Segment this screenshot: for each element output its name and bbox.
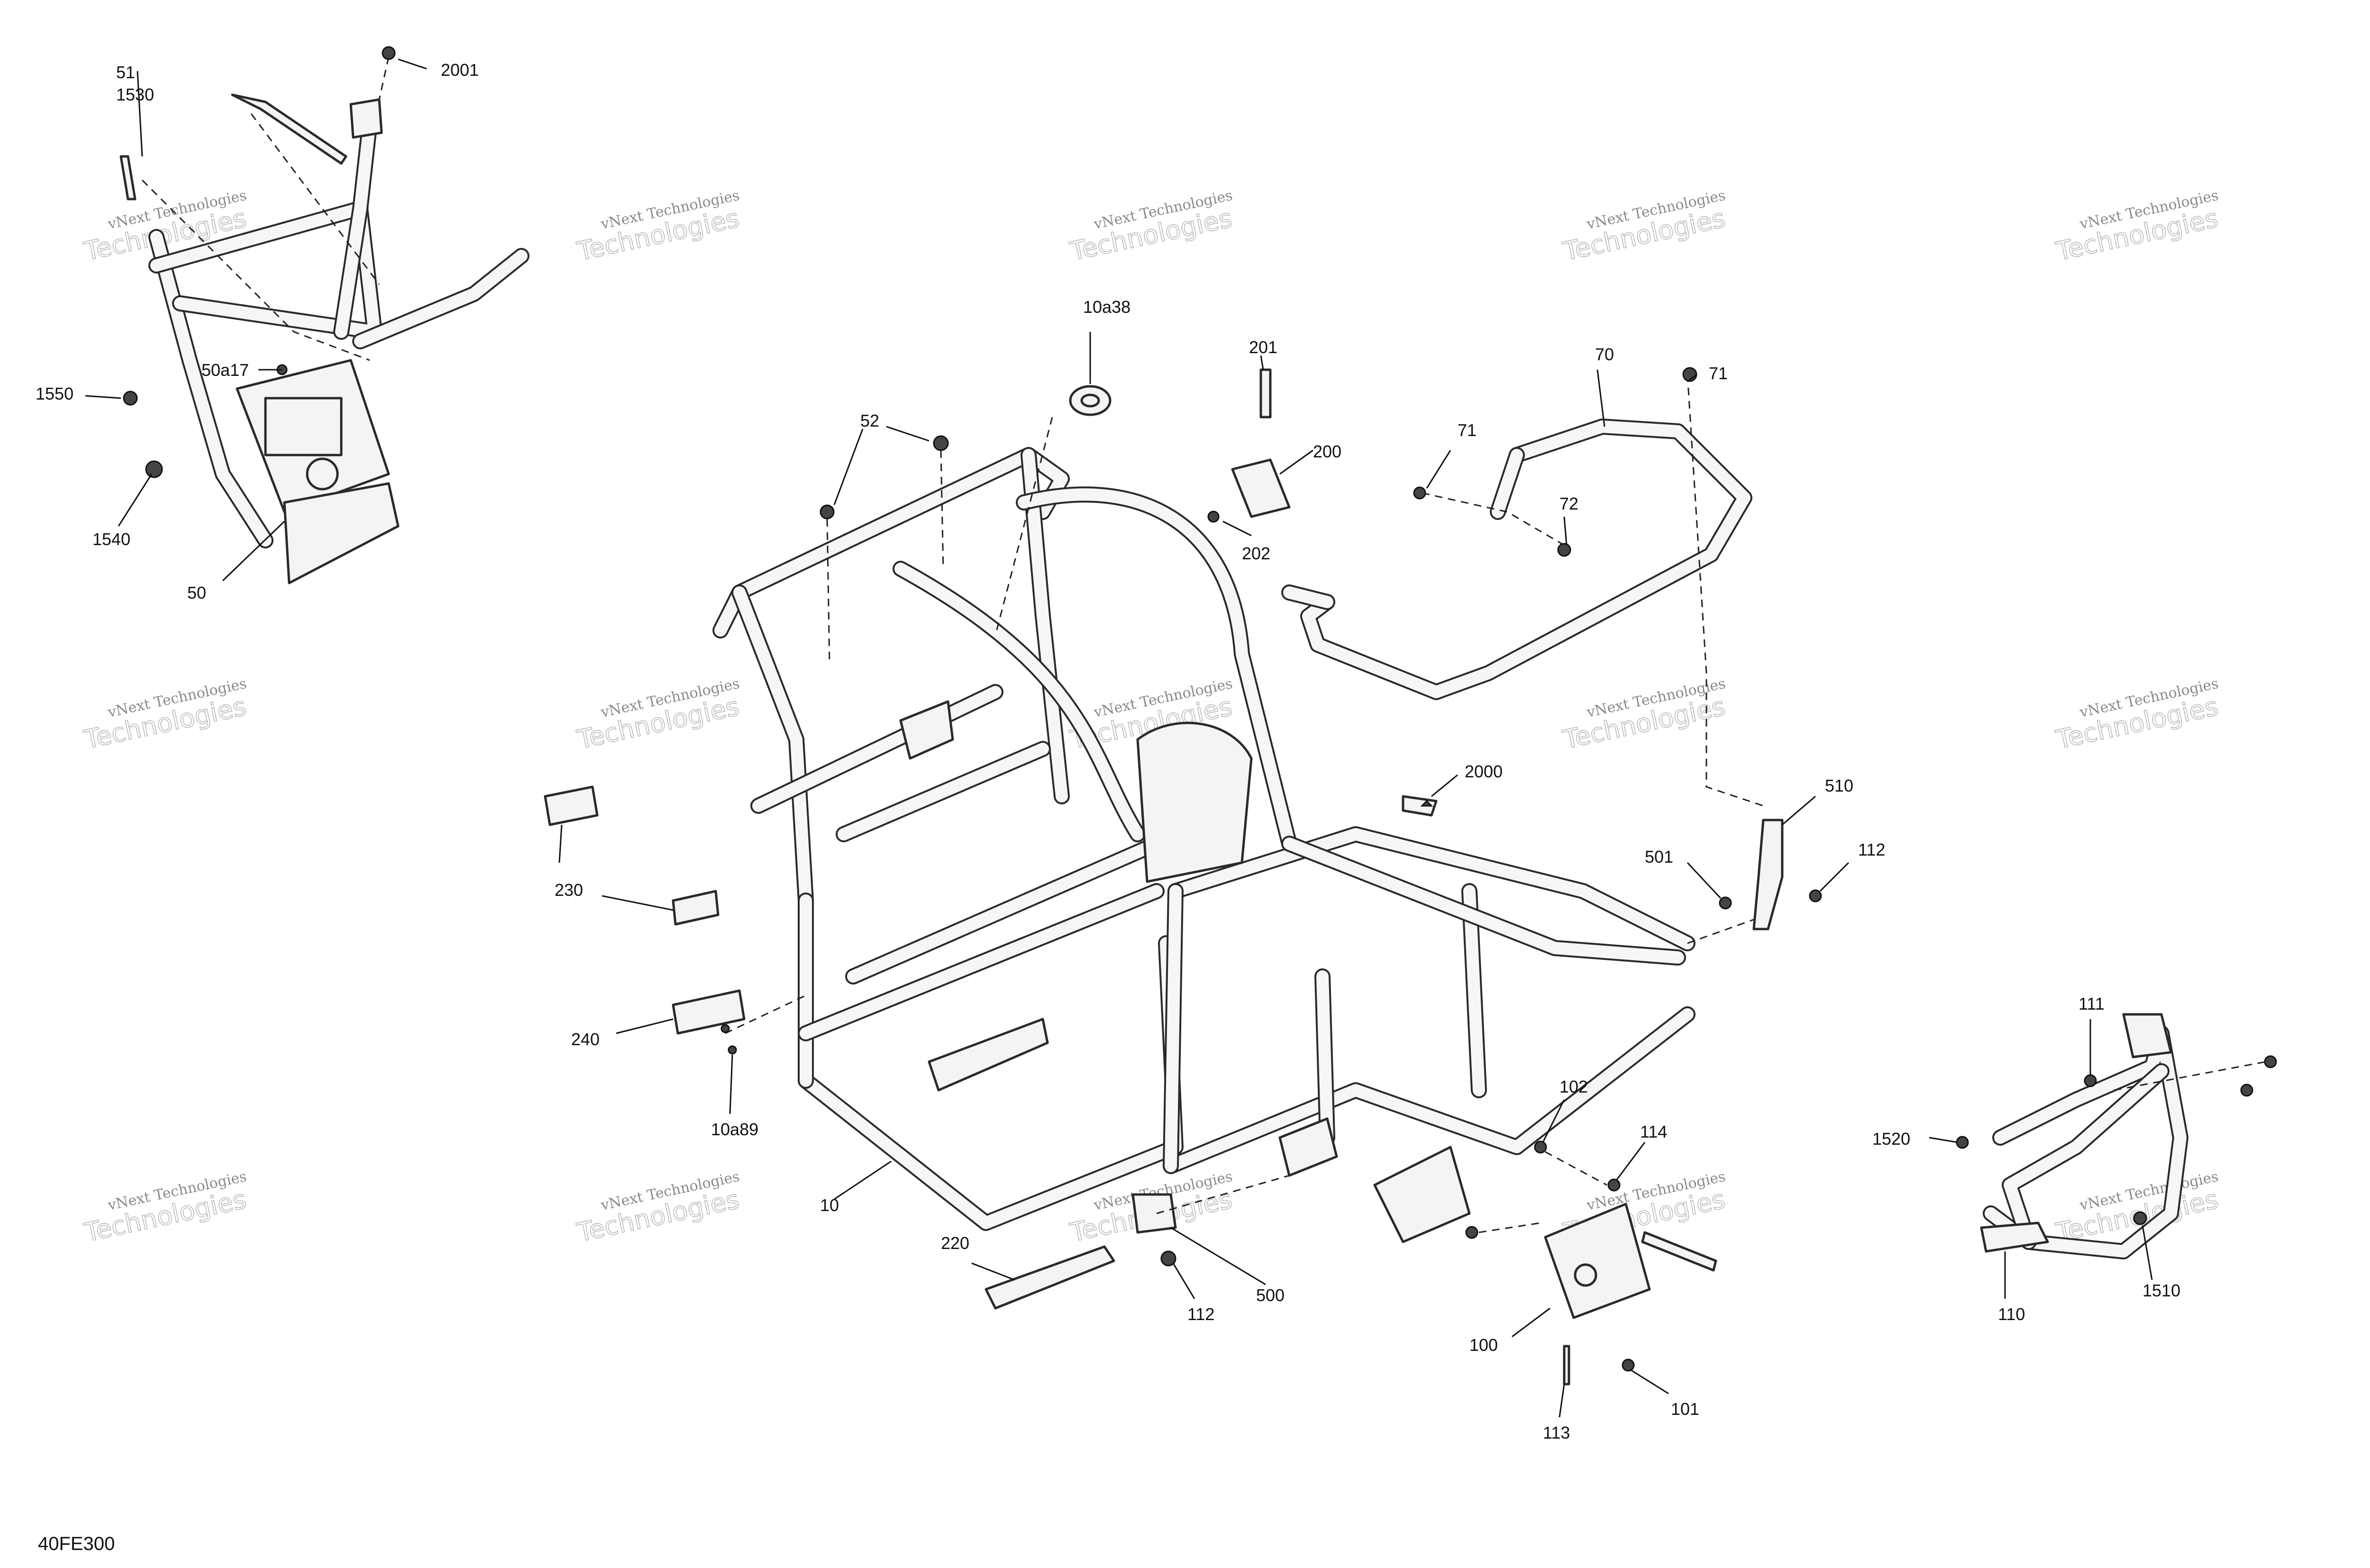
label-1550: 1550 (36, 384, 73, 403)
label-112-bottom: 112 (1187, 1304, 1214, 1324)
label-240: 240 (571, 1030, 600, 1049)
label-501: 501 (1645, 847, 1673, 866)
label-111: 111 (2078, 994, 2105, 1013)
label-200: 200 (1313, 442, 1341, 461)
part-labels: 51 1530 2001 50a17 1550 1540 50 10a38 52… (36, 60, 2180, 1442)
label-50: 50 (187, 583, 206, 602)
label-10a89: 10a89 (711, 1120, 758, 1139)
label-71-left: 71 (1458, 420, 1477, 440)
label-10a38: 10a38 (1083, 297, 1130, 317)
label-51: 51 (116, 63, 135, 82)
label-510: 510 (1825, 776, 1853, 795)
label-10: 10 (820, 1195, 839, 1215)
label-230: 230 (555, 880, 583, 900)
label-52: 52 (860, 411, 879, 430)
label-1520: 1520 (1872, 1129, 1910, 1149)
leader-lines (85, 58, 2153, 1418)
label-500: 500 (1256, 1285, 1285, 1305)
label-201: 201 (1249, 337, 1277, 357)
label-102: 102 (1559, 1077, 1588, 1096)
label-113: 113 (1543, 1423, 1570, 1442)
label-114: 114 (1640, 1122, 1667, 1141)
label-100: 100 (1469, 1335, 1498, 1355)
label-1530: 1530 (116, 85, 154, 104)
label-2001: 2001 (441, 60, 479, 80)
label-1540: 1540 (92, 529, 130, 549)
main-frame (712, 447, 1695, 1243)
label-1510: 1510 (2142, 1281, 2180, 1300)
drawing-code: 40FE300 (38, 1533, 115, 1554)
label-70: 70 (1595, 345, 1614, 364)
label-71-right: 71 (1709, 364, 1728, 383)
label-220: 220 (941, 1233, 969, 1253)
label-72: 72 (1559, 494, 1578, 513)
rear-bumper (1980, 1013, 2188, 1259)
label-202: 202 (1242, 544, 1270, 563)
label-110: 110 (1998, 1304, 2025, 1324)
label-50a17: 50a17 (201, 360, 249, 380)
rear-rack-bar (1281, 419, 1752, 700)
front-bumper-frame (148, 98, 529, 584)
label-101: 101 (1671, 1399, 1699, 1419)
label-2000: 2000 (1465, 762, 1503, 781)
label-112-right: 112 (1858, 840, 1885, 859)
